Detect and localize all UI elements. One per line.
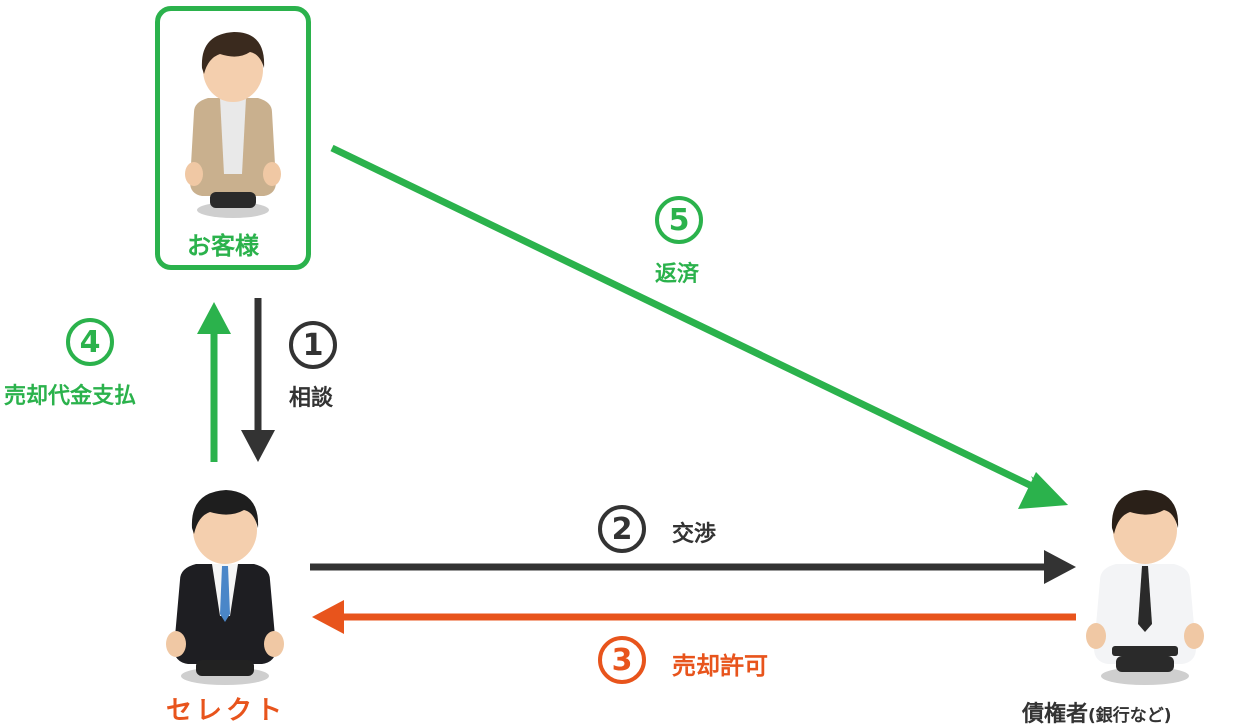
select-businessman-icon xyxy=(166,490,284,685)
creditor-label: 債権者(銀行など) xyxy=(1022,696,1172,728)
creditor-name: 債権者 xyxy=(1022,702,1089,727)
step-1-label: 相談 xyxy=(289,386,334,411)
arrow-4-payment xyxy=(197,302,231,462)
select-label: セレクト xyxy=(166,696,287,726)
step-2-number: 2 xyxy=(598,505,646,553)
customer-label: お客様 xyxy=(187,232,259,260)
step-5-label: 返済 xyxy=(655,262,700,287)
arrow-2-negotiation xyxy=(310,550,1076,584)
arrow-1-consultation xyxy=(241,298,275,462)
step-4-number: 4 xyxy=(66,318,114,366)
step-3-label: 売却許可 xyxy=(672,652,768,680)
step-2-label: 交渉 xyxy=(672,522,717,547)
step-1-number: 1 xyxy=(289,321,337,369)
step-3-number: 3 xyxy=(598,636,646,684)
creditor-person-icon xyxy=(1086,490,1204,685)
arrow-5-repayment xyxy=(330,144,1068,509)
step-5-number: 5 xyxy=(655,196,703,244)
step-4-label: 売却代金支払 xyxy=(4,384,137,409)
customer-person-icon xyxy=(185,32,281,218)
creditor-note: (銀行など) xyxy=(1088,706,1172,726)
arrow-3-sale-permission xyxy=(312,600,1076,634)
